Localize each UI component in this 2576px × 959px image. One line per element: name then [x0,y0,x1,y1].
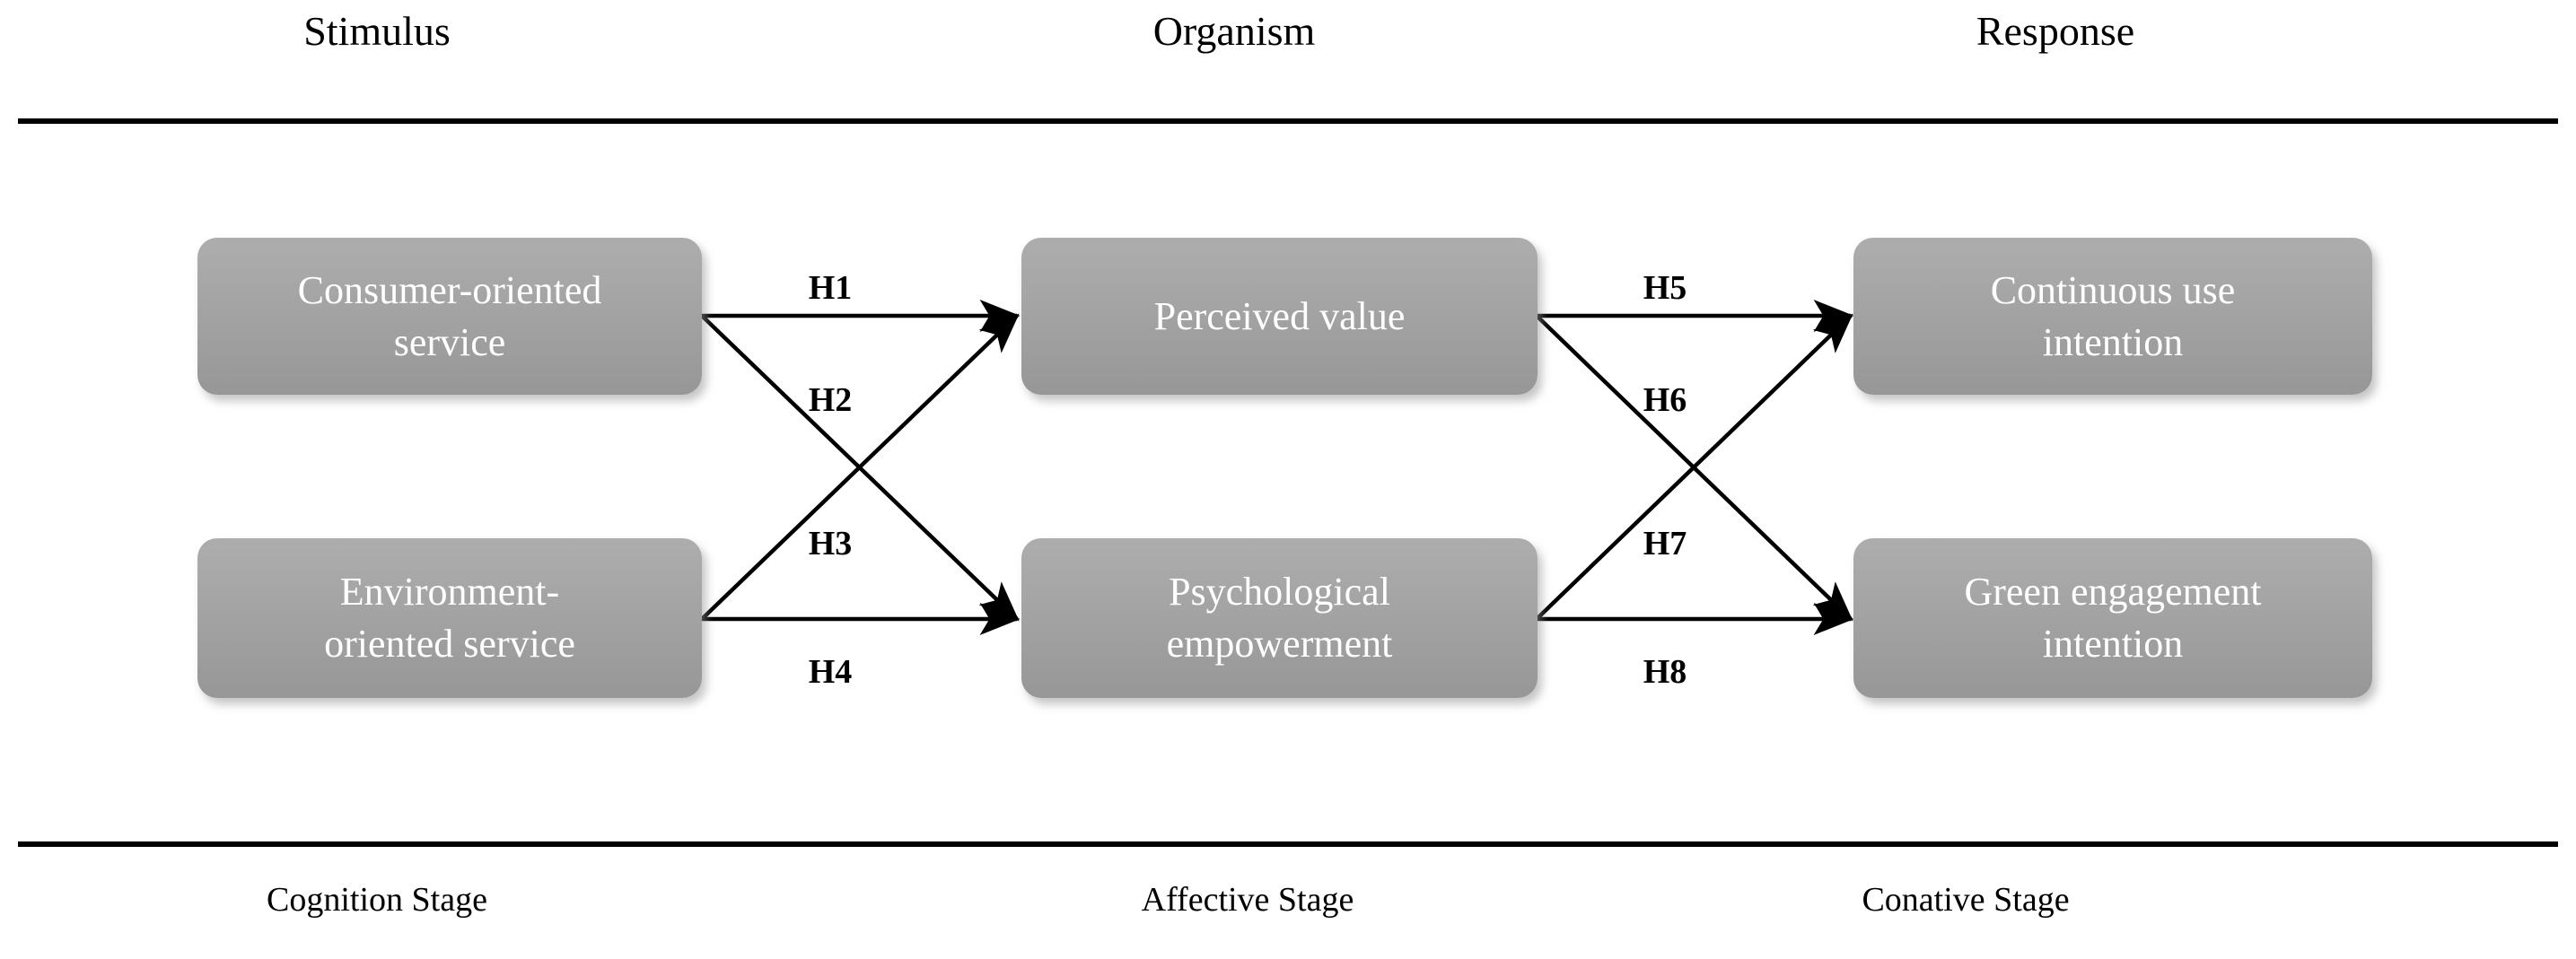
node-label-line2: service [393,319,506,364]
node-label-line1: Consumer-oriented [297,267,602,312]
arrow-h2 [700,314,1020,622]
node-psychological-empowerment[interactable]: Psychological empowerment [1021,538,1538,698]
hypothesis-label-h4: H4 [808,653,853,691]
column-header-organism: Organism [1152,8,1316,54]
hypothesis-label-h7: H7 [1643,525,1687,562]
hypothesis-label-h2: H2 [808,381,853,419]
node-label-line2: empowerment [1166,622,1393,666]
node-perceived-value[interactable]: Perceived value [1021,238,1538,395]
node-environment-oriented-service[interactable]: Environment- oriented service [197,538,702,698]
column-header-stimulus: Stimulus [303,8,451,54]
arrow-h6 [1535,314,1853,622]
node-label-line1: Continuous use [1990,267,2236,312]
stage-label-cognition: Cognition Stage [267,881,487,919]
node-label-line2: intention [2042,319,2184,364]
hypothesis-label-h8: H8 [1643,653,1687,691]
top-divider-rule [18,118,2558,124]
node-label-line2: oriented service [324,622,575,666]
node-label-line1: Environment- [339,570,560,614]
node-label-line1: Green engagement [1964,570,2262,614]
stage-label-conative: Conative Stage [1862,881,2070,919]
column-header-response: Response [1976,8,2135,54]
node-label-line1: Psychological [1169,570,1390,614]
stage-label-affective: Affective Stage [1141,881,1354,919]
node-consumer-oriented-service[interactable]: Consumer-oriented service [197,238,702,395]
hypothesis-label-h5: H5 [1643,269,1687,307]
node-green-engagement-intention[interactable]: Green engagement intention [1853,538,2372,698]
hypothesis-label-h1: H1 [808,269,853,307]
bottom-divider-rule [18,841,2558,847]
hypothesis-label-h6: H6 [1643,381,1687,419]
arrow-h3 [700,313,1020,621]
node-continuous-use-intention[interactable]: Continuous use intention [1853,238,2372,395]
node-label-line1: Perceived value [1153,293,1406,338]
arrow-h7 [1535,313,1853,621]
hypothesis-label-h3: H3 [808,525,853,562]
node-label-line2: intention [2042,622,2184,666]
